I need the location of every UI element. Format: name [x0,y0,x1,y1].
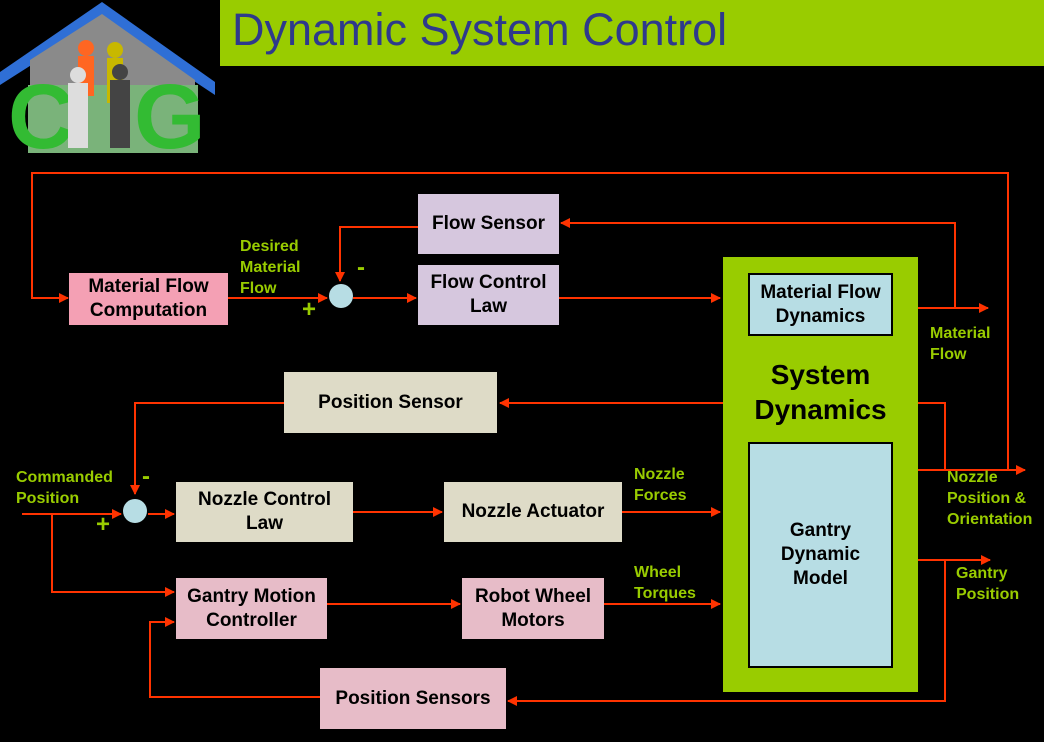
system-dynamics-title: System Dynamics [754,359,887,425]
minus-sign-flow: - [357,254,365,281]
nozzle-forces-label: Nozzle Forces [634,466,687,504]
summing-junction-flow [329,284,353,308]
wire-to-position-sensors [507,560,946,706]
page-title: Dynamic System Control [232,4,728,55]
commanded-position-label: Commanded Position [16,469,113,507]
wire-position-sensors-to-gantry [149,617,320,698]
desired-material-flow-label: Desired Material Flow [240,238,301,297]
gantry-position-label: Gantry Position [956,565,1020,603]
wire-commanded-to-gantry [51,514,175,597]
material-flow-computation-block: Material Flow Computation [69,273,228,325]
position-sensors-block: Position Sensors [320,668,506,729]
nozzle-control-law-block: Nozzle Control Law [176,482,353,542]
robot-wheel-motors-block: Robot Wheel Motors [462,578,604,639]
minus-sign-position: - [142,463,150,490]
wheel-torques-label: Wheel Torques [634,564,696,602]
title-bar: Dynamic System Control [220,0,1044,66]
nozzle-actuator-block: Nozzle Actuator [444,482,622,542]
svg-text:C: C [8,66,74,158]
plus-sign-position: + [96,511,111,538]
wire-to-flow-sensor [560,218,956,308]
material-flow-dynamics-block: Material Flow Dynamics [748,273,893,336]
flow-sensor-block: Flow Sensor [418,194,559,254]
wire-flow-sensor-to-junction [335,226,418,282]
svg-text:G: G [134,66,206,158]
plus-sign-flow: + [302,296,317,323]
position-sensor-block: Position Sensor [284,372,497,433]
gantry-motion-controller-block: Gantry Motion Controller [176,578,327,639]
summing-junction-position [123,499,147,523]
flow-control-law-block: Flow Control Law [418,265,559,325]
logo: C G [0,2,215,158]
wire-position-sensor-to-junction [130,402,284,495]
wire-outer-feedback [31,172,1009,470]
nozzle-position-orientation-label: Nozzle Position & Orientation [947,469,1033,528]
gantry-dynamic-model-block: Gantry Dynamic Model [748,442,893,668]
material-flow-label: Material Flow [930,325,991,363]
